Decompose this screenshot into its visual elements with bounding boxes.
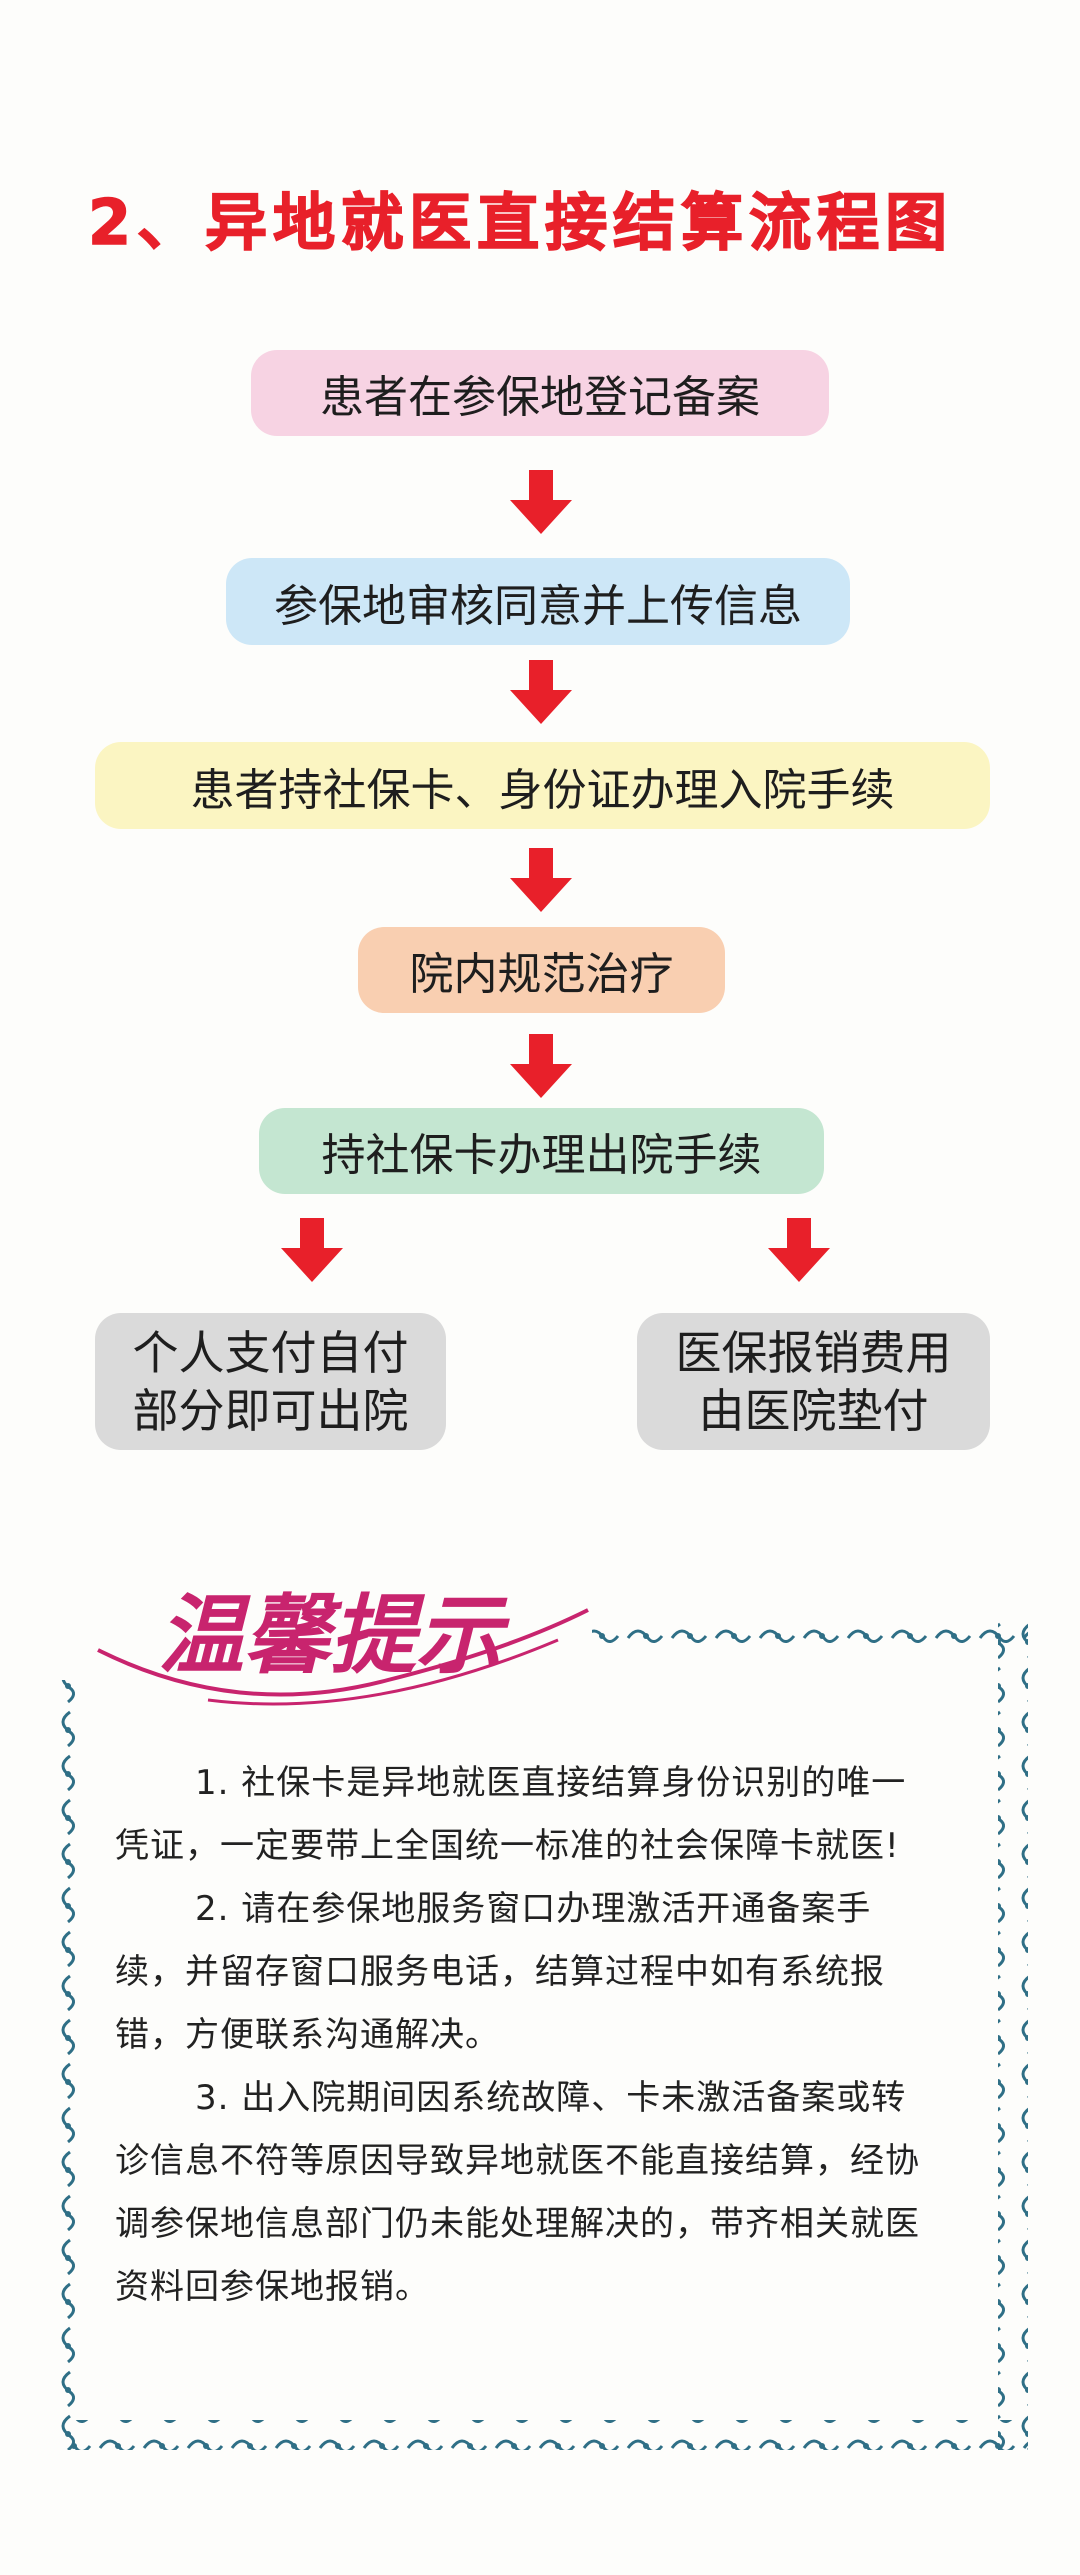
step-label: 持社保卡办理出院手续 bbox=[321, 1130, 762, 1181]
tip-line: 资料回参保地报销。 bbox=[115, 2267, 430, 2307]
tip-line: 1. 社保卡是异地就医直接结算身份识别的唯一 bbox=[195, 1763, 907, 1803]
outcome-line: 医保报销费用 bbox=[675, 1325, 952, 1380]
tip-line: 2. 请在参保地服务窗口办理激活开通备案手 bbox=[195, 1889, 872, 1929]
tips-heading: 温馨提示 bbox=[158, 1585, 510, 1686]
outcome-hospital-advance: 医保报销费用 由医院垫付 bbox=[637, 1313, 990, 1450]
tip-line: 3. 出入院期间因系统故障、卡未激活备案或转 bbox=[195, 2078, 907, 2118]
warm-tips-heading-logo: 温馨提示 bbox=[97, 1585, 589, 1706]
outcome-self-pay: 个人支付自付 部分即可出院 bbox=[95, 1313, 446, 1450]
tip-line: 续，并留存窗口服务电话，结算过程中如有系统报 bbox=[115, 1952, 885, 1992]
arrow-down-icon bbox=[510, 470, 572, 534]
tip-line: 调参保地信息部门仍未能处理解决的，带齐相关就医 bbox=[115, 2204, 920, 2244]
step-label: 患者在参保地登记备案 bbox=[320, 372, 760, 423]
step-label: 参保地审核同意并上传信息 bbox=[274, 580, 802, 632]
arrow-down-icon bbox=[510, 848, 572, 912]
page-title: 2、异地就医直接结算流程图 bbox=[87, 185, 954, 260]
outcome-line: 由医院垫付 bbox=[698, 1383, 929, 1438]
step-label: 院内规范治疗 bbox=[409, 949, 674, 1000]
flow-step-treatment: 院内规范治疗 bbox=[358, 927, 725, 1013]
ornamental-frame bbox=[52, 1620, 1028, 2450]
tip-line: 凭证，一定要带上全国统一标准的社会保障卡就医! bbox=[115, 1826, 900, 1866]
arrow-down-icon bbox=[768, 1218, 830, 1282]
tip-line: 诊信息不符等原因导致异地就医不能直接结算，经协 bbox=[115, 2141, 920, 2181]
arrow-down-icon bbox=[510, 1034, 572, 1098]
flow-step-discharge: 持社保卡办理出院手续 bbox=[259, 1108, 824, 1194]
flow-step-admission: 患者持社保卡、身份证办理入院手续 bbox=[95, 742, 990, 829]
tip-line: 错，方便联系沟通解决。 bbox=[115, 2015, 500, 2055]
flow-step-approve: 参保地审核同意并上传信息 bbox=[226, 558, 850, 645]
outcome-line: 部分即可出院 bbox=[132, 1383, 409, 1438]
flow-step-register: 患者在参保地登记备案 bbox=[251, 350, 829, 436]
outcome-line: 个人支付自付 bbox=[132, 1325, 409, 1380]
arrow-down-icon bbox=[510, 660, 572, 724]
step-label: 患者持社保卡、身份证办理入院手续 bbox=[190, 764, 895, 816]
arrow-down-icon bbox=[281, 1218, 343, 1282]
